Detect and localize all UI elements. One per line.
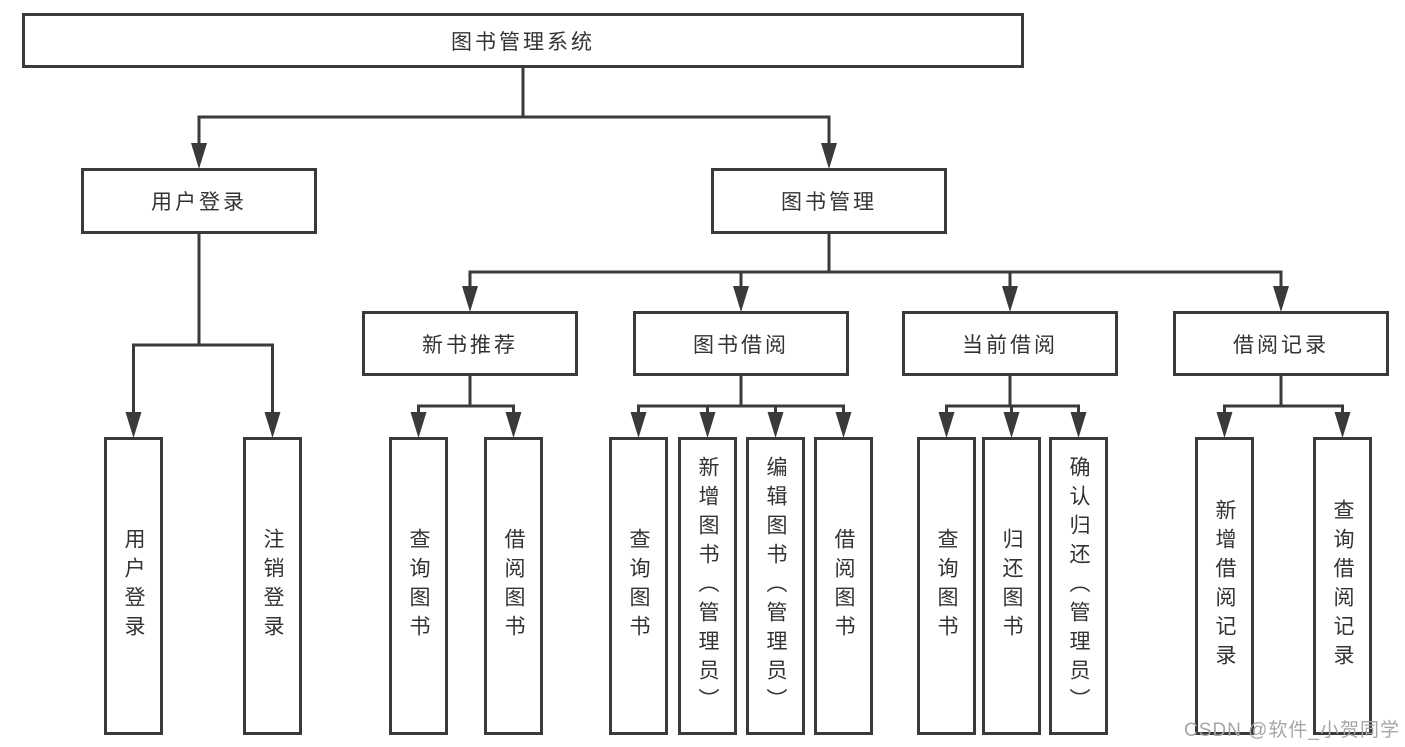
node-label-v-query-book-1: 查询图书 bbox=[407, 528, 430, 644]
edge-lines-borrow-records bbox=[1223, 374, 1344, 422]
arrowhead-book-mgmt bbox=[821, 143, 837, 169]
node-label-book-mgmt: 图书管理 bbox=[781, 191, 877, 214]
arrowhead-user-login bbox=[191, 143, 207, 169]
node-v-query-book-3: 查询图书 bbox=[917, 437, 976, 735]
node-v-return-book: 归还图书 bbox=[982, 437, 1041, 735]
edge-lines-new-book-rec bbox=[417, 374, 515, 422]
node-label-v-logout: 注销登录 bbox=[261, 528, 284, 644]
edge-borrow-records bbox=[1216, 374, 1351, 438]
node-new-book-rec: 新书推荐 bbox=[362, 311, 578, 376]
node-label-v-confirm-return: 确认归还（管理员） bbox=[1067, 455, 1090, 717]
node-root: 图书管理系统 bbox=[22, 13, 1024, 68]
arrowhead-v-confirm-return bbox=[1070, 412, 1087, 438]
node-v-borrow-book-2: 借阅图书 bbox=[814, 437, 873, 735]
arrowhead-v-query-book-3 bbox=[938, 412, 955, 438]
arrowhead-v-query-book-1 bbox=[410, 412, 427, 438]
node-label-borrow-records: 借阅记录 bbox=[1233, 333, 1329, 357]
node-label-new-book-rec: 新书推荐 bbox=[422, 333, 518, 357]
node-current-borrow: 当前借阅 bbox=[902, 311, 1118, 376]
edge-lines-user-login bbox=[132, 232, 274, 422]
arrowhead-v-query-borrow-record bbox=[1334, 412, 1351, 438]
node-book-borrow: 图书借阅 bbox=[633, 311, 849, 376]
arrowhead-v-logout bbox=[264, 412, 281, 438]
node-borrow-records: 借阅记录 bbox=[1173, 311, 1389, 376]
arrowhead-v-query-book-2 bbox=[630, 412, 647, 438]
node-v-borrow-book-1: 借阅图书 bbox=[484, 437, 543, 735]
node-v-edit-book: 编辑图书（管理员） bbox=[746, 437, 805, 735]
node-v-confirm-return: 确认归还（管理员） bbox=[1049, 437, 1108, 735]
node-label-v-edit-book: 编辑图书（管理员） bbox=[764, 455, 787, 717]
watermark: CSDN @软件_小贺同学 bbox=[1184, 720, 1400, 741]
node-label-v-query-borrow-record: 查询借阅记录 bbox=[1331, 499, 1354, 673]
arrowhead-v-user-login bbox=[125, 412, 142, 438]
node-v-add-borrow-record: 新增借阅记录 bbox=[1195, 437, 1254, 735]
edge-new-book-rec bbox=[410, 374, 522, 438]
node-label-book-borrow: 图书借阅 bbox=[693, 333, 789, 357]
node-label-v-user-login: 用户登录 bbox=[122, 528, 145, 644]
edge-book-mgmt bbox=[462, 232, 1289, 312]
node-v-query-book-2: 查询图书 bbox=[609, 437, 668, 735]
node-label-v-return-book: 归还图书 bbox=[1000, 528, 1023, 644]
edge-lines-current-borrow bbox=[945, 374, 1080, 422]
edge-book-borrow bbox=[630, 374, 852, 438]
arrowhead-current-borrow bbox=[1002, 286, 1018, 312]
node-label-v-add-borrow-record: 新增借阅记录 bbox=[1213, 499, 1236, 673]
edge-lines-book-mgmt bbox=[468, 232, 1283, 296]
node-v-query-borrow-record: 查询借阅记录 bbox=[1313, 437, 1372, 735]
node-label-current-borrow: 当前借阅 bbox=[962, 333, 1058, 357]
node-label-root: 图书管理系统 bbox=[451, 30, 595, 54]
node-user-login: 用户登录 bbox=[81, 168, 317, 234]
arrowhead-v-borrow-book-2 bbox=[835, 412, 852, 438]
node-v-query-book-1: 查询图书 bbox=[389, 437, 448, 735]
edge-user-login bbox=[125, 232, 281, 438]
arrowhead-v-borrow-book-1 bbox=[505, 412, 522, 438]
node-label-v-borrow-book-2: 借阅图书 bbox=[832, 528, 855, 644]
arrowhead-v-add-book bbox=[699, 412, 716, 438]
arrowhead-borrow-records bbox=[1273, 286, 1289, 312]
node-label-v-borrow-book-1: 借阅图书 bbox=[502, 528, 525, 644]
arrowhead-v-edit-book bbox=[767, 412, 784, 438]
node-label-v-query-book-2: 查询图书 bbox=[627, 528, 650, 644]
node-label-v-query-book-3: 查询图书 bbox=[935, 528, 958, 644]
arrowhead-v-add-borrow-record bbox=[1216, 412, 1233, 438]
node-label-v-add-book: 新增图书（管理员） bbox=[696, 455, 719, 717]
node-book-mgmt: 图书管理 bbox=[711, 168, 947, 234]
node-v-add-book: 新增图书（管理员） bbox=[678, 437, 737, 735]
arrowhead-book-borrow bbox=[733, 286, 749, 312]
node-v-logout: 注销登录 bbox=[243, 437, 302, 735]
node-v-user-login: 用户登录 bbox=[104, 437, 163, 735]
edge-current-borrow bbox=[938, 374, 1087, 438]
edge-lines-root bbox=[197, 66, 831, 153]
arrowhead-v-return-book bbox=[1003, 412, 1020, 438]
edge-root bbox=[191, 66, 837, 169]
arrowhead-new-book-rec bbox=[462, 286, 478, 312]
node-label-user-login: 用户登录 bbox=[151, 191, 247, 214]
edge-lines-book-borrow bbox=[637, 374, 845, 422]
